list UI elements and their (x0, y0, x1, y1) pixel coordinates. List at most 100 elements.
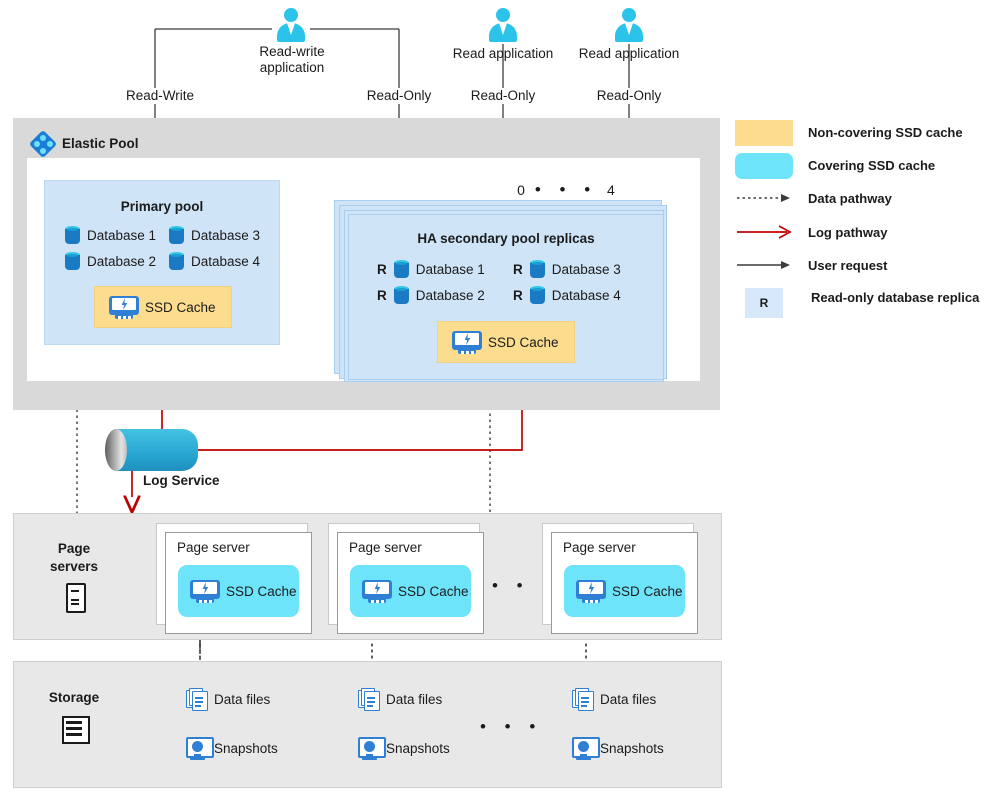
database-label: Database 4 (191, 254, 261, 269)
client-label-line1: Read-write (259, 44, 325, 59)
legend-item-non-covering-cache: Non-covering SSD cache (735, 120, 986, 146)
client-label-line2: application (259, 60, 325, 75)
ssd-cache-label: SSD Cache (398, 583, 469, 599)
legend-item-user-request: User request (735, 258, 986, 273)
database-icon (65, 252, 80, 271)
elastic-pool-title: Elastic Pool (62, 136, 139, 151)
connection-label-read-write: Read-Write (125, 88, 195, 103)
database-label: Database 2 (87, 254, 157, 269)
connection-label-read-only-1: Read-Only (366, 88, 432, 103)
database-icon (393, 260, 409, 279)
ssd-cache-label: SSD Cache (612, 583, 683, 599)
read-only-tag: R (377, 288, 387, 303)
database-label: Database 2 (415, 288, 485, 303)
ha-secondary-pool-box[interactable]: HA secondary pool replicas R Database 1 … (348, 214, 664, 380)
legend-item-data-pathway: Data pathway (735, 191, 986, 206)
page-server-ssd-cache-1[interactable]: SSD Cache (178, 565, 299, 617)
data-files-icon (358, 688, 382, 712)
client-label-read-write: Read-write application (232, 44, 352, 76)
storage-data-files-label-3: Data files (600, 692, 657, 707)
legend-item-covering-cache: Covering SSD cache (735, 153, 986, 179)
legend-label: Covering SSD cache (808, 158, 936, 173)
elastic-pool-diamond-icon (28, 129, 58, 159)
snapshots-icon (358, 736, 386, 760)
legend-arrow-dotted-icon (735, 191, 793, 205)
replica-database-4: R Database 4 (513, 286, 621, 305)
snapshots-icon (186, 736, 214, 760)
database-label: Database 4 (551, 288, 621, 303)
ssd-drive-icon (576, 578, 606, 604)
storage-data-files-label-1: Data files (214, 692, 271, 707)
storage-ellipsis: • • • (480, 717, 543, 736)
replica-database-1: R Database 1 (377, 260, 485, 279)
page-servers-title-line1: Page (57, 541, 91, 556)
database-icon (65, 226, 80, 245)
read-only-tag: R (513, 262, 523, 277)
data-files-icon (572, 688, 596, 712)
page-servers-title-line2: servers (49, 559, 99, 574)
legend-arrow-solid-icon (735, 258, 793, 272)
database-icon (529, 286, 545, 305)
read-only-tag: R (513, 288, 523, 303)
legend-label: Log pathway (808, 225, 888, 240)
database-icon (393, 286, 409, 305)
ha-secondary-pool-title: HA secondary pool replicas (417, 231, 595, 246)
primary-pool-box[interactable]: Primary pool Database 1 Database 2 Datab… (44, 180, 280, 345)
ssd-cache-label: SSD Cache (226, 583, 297, 599)
legend-label: Data pathway (808, 191, 892, 206)
page-servers-ellipsis: • • • (492, 576, 555, 595)
log-service-label: Log Service (143, 473, 220, 488)
legend-swatch-yellow (735, 120, 793, 146)
database-icon (169, 252, 184, 271)
connection-label-read-only-2: Read-Only (470, 88, 536, 103)
legend-label: Non-covering SSD cache (808, 125, 963, 140)
legend-item-log-pathway: Log pathway (735, 224, 986, 240)
user-icon (615, 8, 643, 42)
page-server-card-3[interactable]: Page server SSD Cache (551, 532, 698, 634)
legend-arrow-red-icon (735, 224, 793, 240)
primary-database-2: Database 2 (65, 252, 156, 271)
database-icon (529, 260, 545, 279)
page-server-ssd-cache-3[interactable]: SSD Cache (564, 565, 685, 617)
legend-swatch-cyan (735, 153, 793, 179)
cylinder-icon (105, 429, 198, 471)
user-icon (277, 8, 305, 42)
connection-label-read-only-3: Read-Only (596, 88, 662, 103)
page-server-title: Page server (349, 540, 422, 555)
page-server-card-2[interactable]: Page server SSD Cache (337, 532, 484, 634)
legend-badge-r: R (745, 288, 783, 318)
replica-database-2: R Database 2 (377, 286, 485, 305)
primary-database-1: Database 1 (65, 226, 156, 245)
ssd-drive-icon (109, 294, 139, 320)
page-servers-title: Page servers (34, 540, 114, 576)
legend-label: Read-only database replica (811, 290, 980, 305)
primary-database-3: Database 3 (169, 226, 260, 245)
database-label: Database 1 (87, 228, 157, 243)
ssd-cache-label: SSD Cache (145, 299, 216, 315)
replica-database-3: R Database 3 (513, 260, 621, 279)
data-files-icon (186, 688, 210, 712)
database-icon (169, 226, 184, 245)
page-server-ssd-cache-2[interactable]: SSD Cache (350, 565, 471, 617)
client-label-read-app-2: Read application (578, 46, 680, 61)
storage-snapshots-label-1: Snapshots (214, 741, 278, 756)
ha-secondary-ssd-cache[interactable]: SSD Cache (437, 321, 575, 363)
storage-icon (62, 716, 90, 744)
database-label: Database 3 (191, 228, 261, 243)
ssd-cache-label: SSD Cache (488, 334, 559, 350)
storage-title: Storage (48, 690, 100, 705)
ssd-drive-icon (190, 578, 220, 604)
primary-database-4: Database 4 (169, 252, 260, 271)
primary-pool-ssd-cache[interactable]: SSD Cache (94, 286, 232, 328)
snapshots-icon (572, 736, 600, 760)
page-server-title: Page server (177, 540, 250, 555)
storage-panel (13, 661, 722, 788)
storage-snapshots-label-2: Snapshots (386, 741, 450, 756)
ssd-drive-icon (452, 329, 482, 355)
server-tower-icon (66, 583, 86, 613)
page-server-card-1[interactable]: Page server SSD Cache (165, 532, 312, 634)
replica-count-max: 4 (607, 182, 615, 198)
storage-data-files-label-2: Data files (386, 692, 443, 707)
replica-count-min: 0 (517, 182, 525, 198)
ssd-drive-icon (362, 578, 392, 604)
